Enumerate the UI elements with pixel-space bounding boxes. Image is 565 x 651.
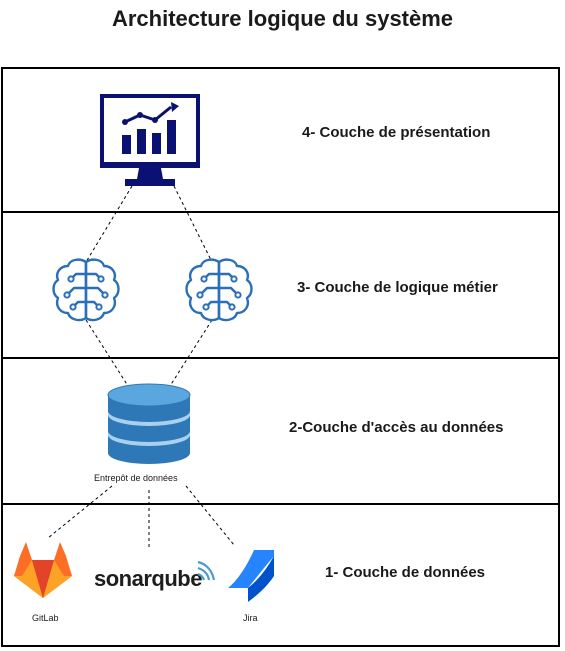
diagram-title: Architecture logique du système	[111, 6, 454, 31]
ai-brain-icon	[52, 258, 120, 322]
connector-line	[169, 319, 213, 387]
database-icon	[107, 383, 191, 464]
sonarqube-waves-icon	[197, 560, 216, 581]
layer-divider	[1, 503, 560, 505]
sonarqube-wordmark: sonarqube	[94, 566, 202, 591]
layer-label-data-access: 2-Couche d'accès au données	[289, 419, 504, 436]
layer-label-data: 1- Couche de données	[325, 564, 486, 581]
layer-label-presentation: 4- Couche de présentation	[302, 124, 491, 141]
chart-monitor-icon	[100, 94, 200, 186]
gitlab-label: GitLab	[32, 613, 59, 623]
connector-line	[173, 185, 213, 263]
jira-label: Jira	[243, 613, 258, 623]
gitlab-logo-icon	[14, 542, 72, 598]
layer-divider	[1, 211, 560, 213]
connector-line	[47, 485, 113, 539]
layer-label-business-logic: 3- Couche de logique métier	[297, 279, 498, 296]
jira-logo-icon	[228, 550, 274, 602]
sonarqube-logo-icon: sonarqube	[94, 566, 202, 592]
connector-line	[85, 319, 129, 387]
connector-line	[185, 485, 235, 546]
connector-line	[85, 185, 133, 263]
ai-brain-icon	[185, 258, 253, 322]
layer-divider	[1, 357, 560, 359]
warehouse-label: Entrepôt de données	[94, 473, 178, 483]
